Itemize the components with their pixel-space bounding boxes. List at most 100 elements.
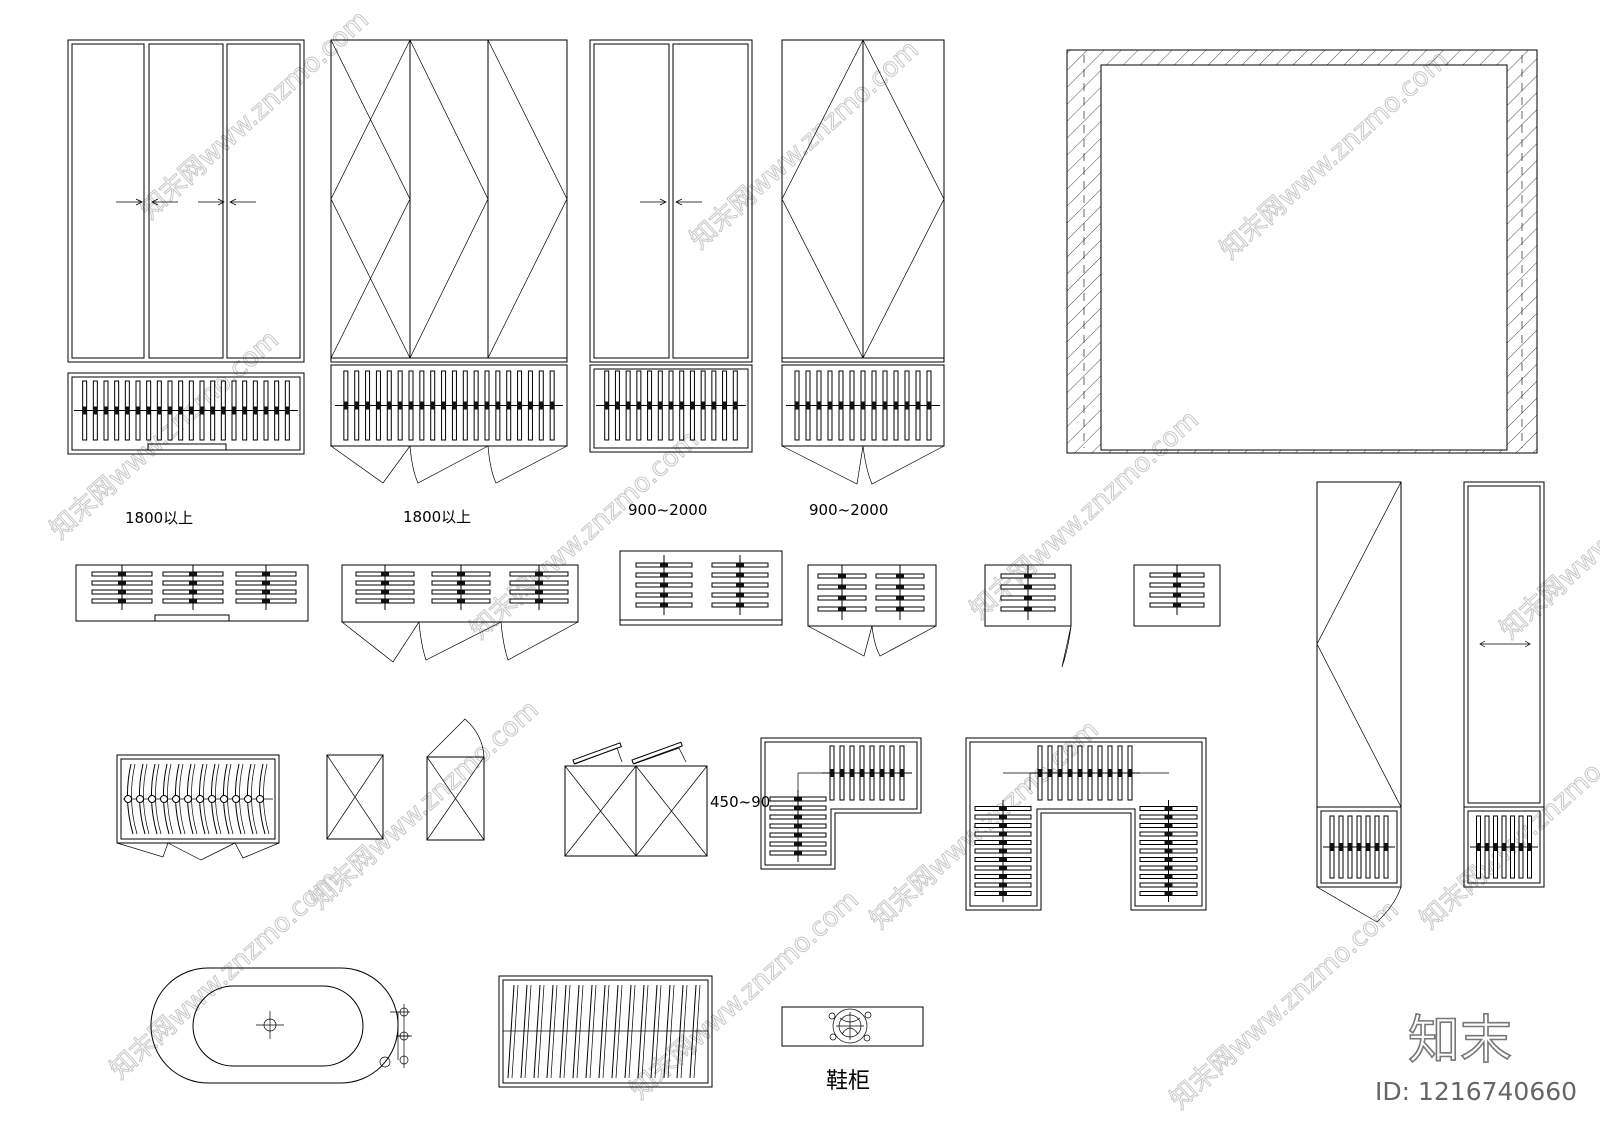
hanger-clip <box>736 603 744 607</box>
tall-wardrobe-hinged <box>1316 481 1402 923</box>
hanger-clip <box>860 769 864 777</box>
shoe-hook <box>256 795 264 803</box>
hanger-clip <box>916 401 920 410</box>
hanger-clip <box>604 401 609 410</box>
hanger-clip <box>1173 593 1181 597</box>
hanger-clip <box>136 406 140 415</box>
hanger-clip <box>409 401 413 410</box>
cabinet-x-door <box>426 718 485 841</box>
hanger-clip <box>118 599 126 603</box>
shoe-slot <box>559 984 567 1079</box>
hanger-clip <box>1366 843 1370 851</box>
hanger-clip <box>794 842 802 846</box>
hanger-clip <box>999 823 1007 828</box>
dimension-label: 1800以上 <box>125 509 193 527</box>
hanger-clip <box>1330 843 1334 851</box>
shoe-slot <box>624 984 632 1079</box>
shoe-hook <box>244 795 252 803</box>
hanger-clip <box>430 401 435 410</box>
hanger-clip <box>457 590 465 594</box>
hanger-clip <box>999 891 1007 896</box>
hanger-clip <box>711 401 716 410</box>
shoe-slot <box>546 984 554 1079</box>
bathtub <box>150 967 412 1084</box>
hanger-clip <box>274 406 279 415</box>
shoe-slot-edge <box>550 984 558 1079</box>
closet-u-shape <box>965 737 1207 911</box>
hanger-clip <box>1024 596 1032 600</box>
shoe-slot-edge <box>524 984 532 1079</box>
shoe-slot <box>585 984 593 1079</box>
brand-logo-text: 知末 <box>1408 1011 1512 1071</box>
shoe-hook <box>220 795 228 803</box>
hanger-clip <box>999 883 1007 887</box>
watermark-text: 知末网www.znzmo.com <box>465 425 705 645</box>
shoe-hook <box>184 795 192 803</box>
hanger-clip <box>387 401 392 410</box>
hanger-clip <box>1173 603 1181 607</box>
cabinet-plan-sliding-2 <box>619 550 783 626</box>
shoe-hook <box>124 795 132 803</box>
hanger-clip <box>485 401 489 410</box>
shoe-slot-edge <box>537 984 545 1079</box>
hanger-clip <box>1108 769 1112 777</box>
hanger-clip <box>615 401 620 410</box>
hanger-clip <box>1519 843 1523 851</box>
room-wall-outline <box>1066 49 1538 454</box>
shoe-rack-curved <box>116 754 280 861</box>
hanger-clip <box>850 401 854 410</box>
hanger-clip <box>1048 769 1052 777</box>
hanger-clip <box>999 832 1007 836</box>
hanger-clip <box>457 572 465 576</box>
hanger-clip <box>905 401 909 410</box>
hanger-clip <box>838 607 846 611</box>
hanger-clip <box>189 581 197 585</box>
hanger-clip <box>1164 866 1173 870</box>
hanger-clip <box>168 406 172 415</box>
hanger-clip <box>457 599 465 603</box>
hanger-clip <box>1038 769 1042 777</box>
watermark-text: 知末网www.znzmo.com <box>1495 425 1600 645</box>
hanger-clip <box>890 769 894 777</box>
hanger-clip <box>221 406 226 415</box>
hanger-clip <box>927 401 931 410</box>
shoe-slot <box>533 984 541 1079</box>
wardrobe-elevation-sliding-3 <box>67 39 305 363</box>
hanger-clip <box>419 401 424 410</box>
rod-corner <box>1003 772 1169 790</box>
shoe-slot <box>520 984 528 1079</box>
hanger-clip <box>896 585 904 589</box>
hanger-clip <box>647 401 652 410</box>
hanger-clip <box>189 406 194 415</box>
hanger-clip <box>118 590 126 594</box>
hanger-clip <box>1164 891 1173 896</box>
hanger-clip <box>376 401 381 410</box>
shoe-hook <box>160 795 168 803</box>
hanger-clip <box>669 401 673 410</box>
hanger-clip <box>1164 883 1173 887</box>
hanger-clip <box>1348 843 1352 851</box>
watermark-text: 知末网www.znzmo.com <box>105 865 345 1085</box>
hanger-clip <box>398 401 403 410</box>
hanger-clip <box>1068 769 1072 777</box>
hanger-clip <box>550 401 555 410</box>
hanger-clip <box>242 406 247 415</box>
hanger-clip <box>262 572 270 576</box>
hanger-clip <box>736 573 744 577</box>
shoe-slot <box>637 984 645 1079</box>
hanger-clip <box>441 401 446 410</box>
hanger-clip <box>838 574 846 578</box>
hanger-clip <box>999 806 1007 811</box>
hanger-clip <box>1164 832 1173 836</box>
hanger-clip <box>82 406 87 415</box>
hanger-clip <box>1164 857 1173 862</box>
dimension-label: 450~90 <box>710 793 770 811</box>
dimension-label: 1800以上 <box>403 508 471 526</box>
shoe-hook <box>172 795 180 803</box>
hanger-clip <box>817 401 821 410</box>
hanger-clip <box>658 401 663 410</box>
hanger-clip <box>200 406 204 415</box>
hanger-clip <box>1024 585 1032 589</box>
hanger-clip <box>232 406 236 415</box>
